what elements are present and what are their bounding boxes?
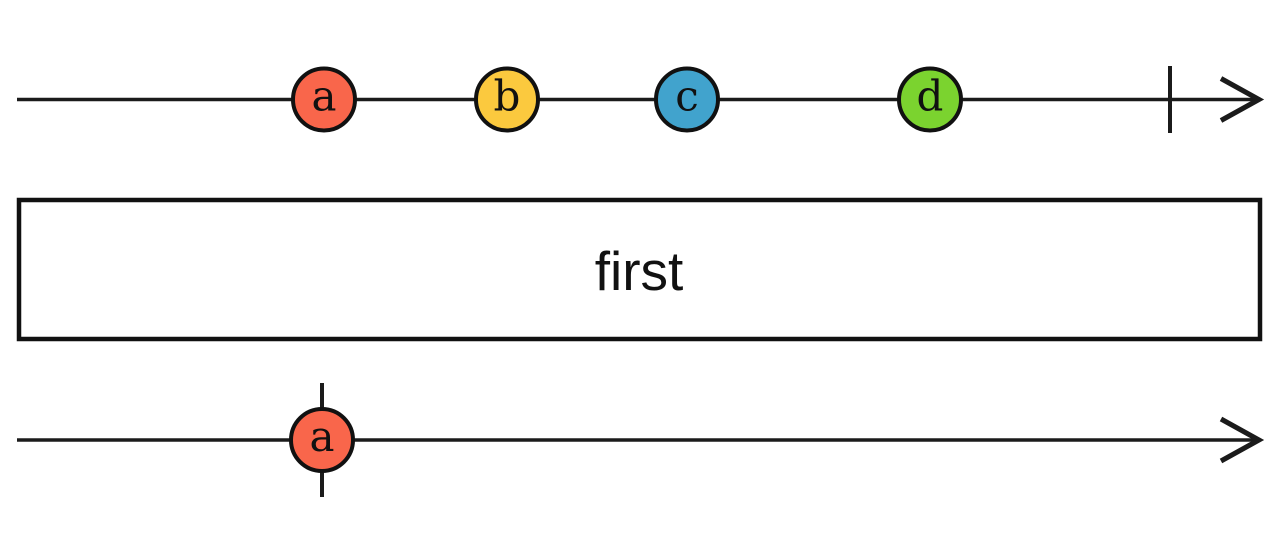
operator-label: first xyxy=(595,240,684,302)
operator-box-frame xyxy=(16,197,1263,342)
input-stream: a b c d xyxy=(17,66,1265,133)
input-marble-a-label: a xyxy=(311,72,336,121)
output-marble-a-circle xyxy=(289,407,355,473)
input-marble-d[interactable]: d xyxy=(897,66,963,133)
input-marble-b-label: b xyxy=(494,72,521,121)
input-arrowhead-icon xyxy=(1219,76,1265,123)
operator-box: first xyxy=(16,197,1263,342)
input-marble-c-label: c xyxy=(675,72,699,121)
output-marble-a-label: a xyxy=(309,412,334,461)
input-marble-b-circle[interactable] xyxy=(474,66,540,133)
output-stream: a xyxy=(17,383,1265,497)
input-marble-b[interactable]: b xyxy=(474,66,540,133)
output-arrowhead-icon xyxy=(1219,416,1265,464)
input-marble-a-circle[interactable] xyxy=(291,66,357,133)
output-marble-a: a xyxy=(289,407,355,473)
input-marble-a[interactable]: a xyxy=(291,66,357,133)
input-marble-d-label: d xyxy=(917,72,944,121)
input-marble-c[interactable]: c xyxy=(654,66,720,133)
input-marble-c-circle[interactable] xyxy=(654,66,720,133)
input-marble-d-circle[interactable] xyxy=(897,66,963,133)
